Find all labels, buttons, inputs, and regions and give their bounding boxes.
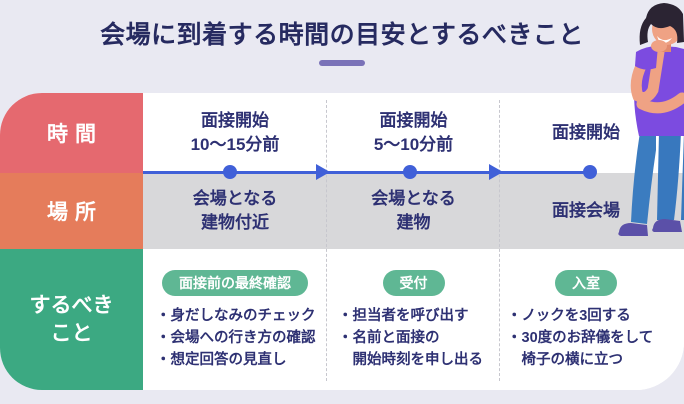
todo-item: ・30度のお辞儀をして 椅子の横に立つ [507,330,654,368]
todo-item: ・身だしなみのチェック [156,308,316,324]
place-cell-3: 面接会場 [552,201,620,220]
todo-list-1: ・身だしなみのチェック ・会場への行き方の確認 ・想定回答の見直し [156,305,316,371]
column-separator [326,100,327,381]
column-separator [499,100,500,381]
place-row-background [143,173,684,249]
time-cell-2: 面接開始 5〜10分前 [373,111,454,154]
todo-badge-2: 受付 [382,270,445,296]
todo-cell-2: 受付 ・担当者を呼び出す ・名前と面接の 開始時刻を申し出る [327,249,500,390]
thinking-person-illustration [618,3,684,236]
place-cell-1: 会場となる 建物付近 [192,189,278,232]
timeline-dot [583,165,597,179]
schedule-table: 時間 場所 するべき こと 面接開始 10〜15分前 面接開始 5〜10分前 面… [0,93,684,390]
timeline-line [143,171,590,174]
place-cell-2: 会場となる 建物 [371,189,456,232]
title-underline [319,60,365,66]
row-label-place: 場所 [0,173,143,249]
todo-item: ・ノックを3回する [507,308,631,324]
todo-badge-1: 面接前の最終確認 [162,270,308,296]
timeline-arrow-icon [316,164,330,180]
time-row-background [143,93,684,173]
todo-list-3: ・ノックを3回する ・30度のお辞儀をして 椅子の横に立つ [507,305,653,371]
todo-cell-1: 面接前の最終確認 ・身だしなみのチェック ・会場への行き方の確認 ・想定回答の見… [143,249,327,390]
time-cell-3: 面接開始 [552,123,620,142]
todo-badge-3: 入室 [555,270,617,296]
todo-item: ・想定回答の見直し [156,352,287,368]
timeline-arrow-icon [489,164,503,180]
todo-list-2: ・担当者を呼び出す ・名前と面接の 開始時刻を申し出る [338,305,483,371]
todo-item: ・名前と面接の 開始時刻を申し出る [338,330,483,368]
todo-item: ・担当者を呼び出す [338,308,469,324]
todo-item: ・会場への行き方の確認 [156,330,316,346]
row-label-todo: するべき こと [0,249,143,390]
row-label-time: 時間 [0,93,143,173]
timeline-dot [223,165,237,179]
page-title: 会場に到着する時間の目安とするべきこと [100,21,584,49]
timeline-dot [403,165,417,179]
todo-cell-3: 入室 ・ノックを3回する ・30度のお辞儀をして 椅子の横に立つ [500,249,672,390]
time-cell-1: 面接開始 10〜15分前 [190,111,280,154]
